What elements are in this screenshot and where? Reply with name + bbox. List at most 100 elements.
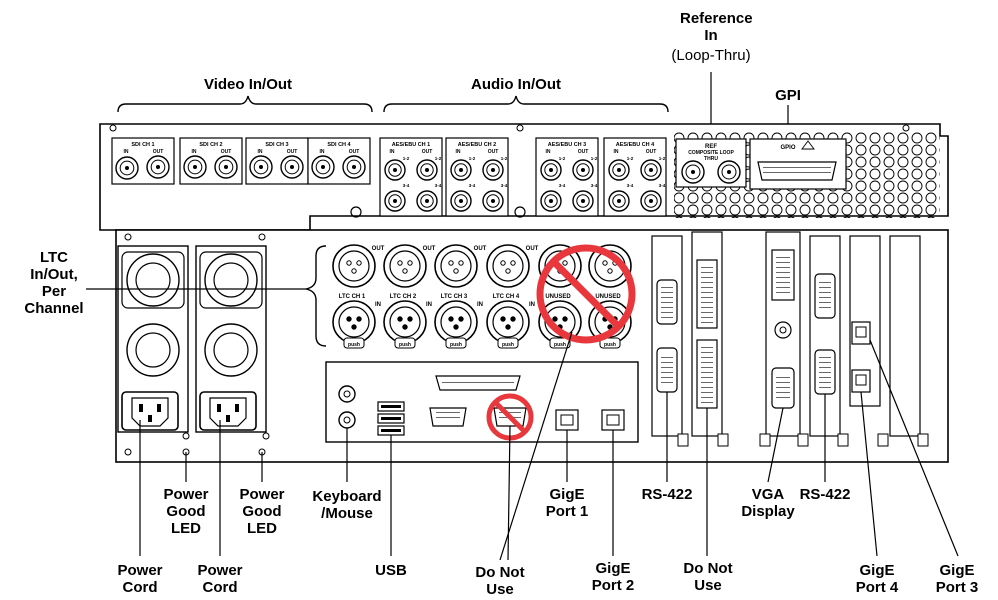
bnc-connector[interactable]	[342, 155, 366, 179]
pair-label: 1-2	[501, 156, 508, 161]
rs422-label-1: RS-422	[641, 486, 693, 503]
gige-port-2-label: GigE Port 2	[591, 560, 635, 594]
ltc-in-label: IN	[529, 302, 535, 308]
io-board	[325, 361, 639, 443]
sdi-channel-label: SDI CH 3	[265, 142, 288, 148]
bnc-connector[interactable]	[540, 159, 562, 181]
aes-channel-label: AES/EBU CH 2	[458, 142, 497, 148]
bnc-connector[interactable]	[482, 159, 504, 181]
ref-title-text: REF	[705, 144, 717, 150]
ltc-channel-label: LTC CH 3	[441, 294, 468, 300]
blocked-connector-b	[696, 339, 718, 409]
aes-channel-label: AES/EBU CH 1	[392, 142, 431, 148]
pair-label: 1-2	[469, 156, 476, 161]
pair-label: 1-2	[403, 156, 410, 161]
unused-label: UNUSED	[545, 294, 571, 300]
bnc-connector[interactable]	[681, 160, 705, 184]
push-text: push	[604, 342, 616, 348]
power-inlet[interactable]	[199, 391, 257, 431]
bnc-connector[interactable]	[280, 155, 304, 179]
bnc-connector[interactable]	[608, 159, 630, 181]
parallel-port[interactable]	[435, 375, 521, 391]
bnc-connector[interactable]	[115, 156, 139, 180]
out-label: OUT	[578, 149, 589, 155]
do-not-use-label-1: Do Not Use	[475, 564, 525, 598]
push-text: push	[554, 342, 566, 348]
usb-label: USB	[375, 562, 407, 579]
bnc-connector[interactable]	[640, 159, 662, 181]
pair-label: 3-4	[559, 183, 566, 188]
gige-port-4-label: GigE Port 4	[855, 562, 899, 596]
rs422-port-1b[interactable]	[656, 347, 678, 393]
bnc-connector[interactable]	[450, 159, 472, 181]
vga-display-port[interactable]	[771, 367, 795, 409]
xlr-connector[interactable]	[383, 244, 427, 288]
usb-port[interactable]	[377, 413, 405, 424]
bnc-connector[interactable]	[311, 155, 335, 179]
mouse-port[interactable]	[338, 411, 356, 429]
pair-label: 1-2	[659, 156, 666, 161]
out-label: OUT	[221, 149, 232, 155]
bnc-connector[interactable]	[640, 190, 662, 212]
gige-port-2[interactable]	[601, 409, 625, 431]
xlr-connector[interactable]	[383, 300, 427, 344]
unused-label: UNUSED	[595, 294, 621, 300]
pair-label: 3-4	[403, 183, 410, 188]
xlr-connector[interactable]	[332, 300, 376, 344]
in-label: IN	[390, 149, 395, 155]
ref-sub-text: COMPOSITE LOOP	[688, 150, 734, 156]
bnc-connector[interactable]	[482, 190, 504, 212]
sdi-channel-label: SDI CH 4	[327, 142, 351, 148]
warning-icon	[801, 140, 815, 150]
xlr-connector[interactable]	[538, 300, 582, 344]
gige-port-3[interactable]	[851, 321, 871, 345]
push-tab: push	[599, 337, 621, 349]
bnc-connector[interactable]	[608, 190, 630, 212]
power-inlet[interactable]	[121, 391, 179, 431]
gige-port-1[interactable]	[555, 409, 579, 431]
power-good-led-label-1: Power Good LED	[163, 486, 209, 537]
pair-label: 3-4	[591, 183, 598, 188]
xlr-connector[interactable]	[434, 244, 478, 288]
bnc-connector[interactable]	[214, 155, 238, 179]
keyboard-port[interactable]	[338, 385, 356, 403]
xlr-connector[interactable]	[588, 244, 632, 288]
rs422-port-1a[interactable]	[656, 279, 678, 325]
push-tab: push	[394, 337, 416, 349]
xlr-connector[interactable]	[486, 300, 530, 344]
gige-port-4[interactable]	[851, 369, 871, 393]
bnc-connector[interactable]	[384, 190, 406, 212]
do-not-use-sign-ltc	[536, 244, 636, 344]
gige-port-1-label: GigE Port 1	[545, 486, 589, 520]
usb-port[interactable]	[377, 425, 405, 436]
serial-port[interactable]	[429, 407, 467, 427]
pair-label: 3-4	[435, 183, 442, 188]
ref-thru-text: THRU	[704, 156, 718, 162]
rs422-port-2a[interactable]	[814, 273, 836, 319]
usb-port[interactable]	[377, 401, 405, 412]
bnc-connector[interactable]	[572, 159, 594, 181]
pair-label: 3-4	[501, 183, 508, 188]
power-supply	[195, 245, 267, 433]
bnc-connector[interactable]	[183, 155, 207, 179]
bnc-connector[interactable]	[416, 190, 438, 212]
xlr-connector[interactable]	[332, 244, 376, 288]
xlr-connector[interactable]	[434, 300, 478, 344]
bnc-connector[interactable]	[540, 190, 562, 212]
bnc-connector[interactable]	[717, 160, 741, 184]
gpio-box: GPIO	[749, 138, 847, 190]
bnc-connector[interactable]	[450, 190, 472, 212]
gpio-db-connector[interactable]	[757, 161, 837, 181]
bnc-connector[interactable]	[249, 155, 273, 179]
bnc-connector[interactable]	[146, 155, 170, 179]
bnc-connector[interactable]	[416, 159, 438, 181]
bnc-connector[interactable]	[572, 190, 594, 212]
ltc-in-label: IN	[375, 302, 381, 308]
bnc-connector[interactable]	[384, 159, 406, 181]
audio-bracket	[383, 95, 669, 113]
in-label: IN	[192, 149, 197, 155]
rs422-port-2b[interactable]	[814, 349, 836, 395]
xlr-connector[interactable]	[486, 244, 530, 288]
